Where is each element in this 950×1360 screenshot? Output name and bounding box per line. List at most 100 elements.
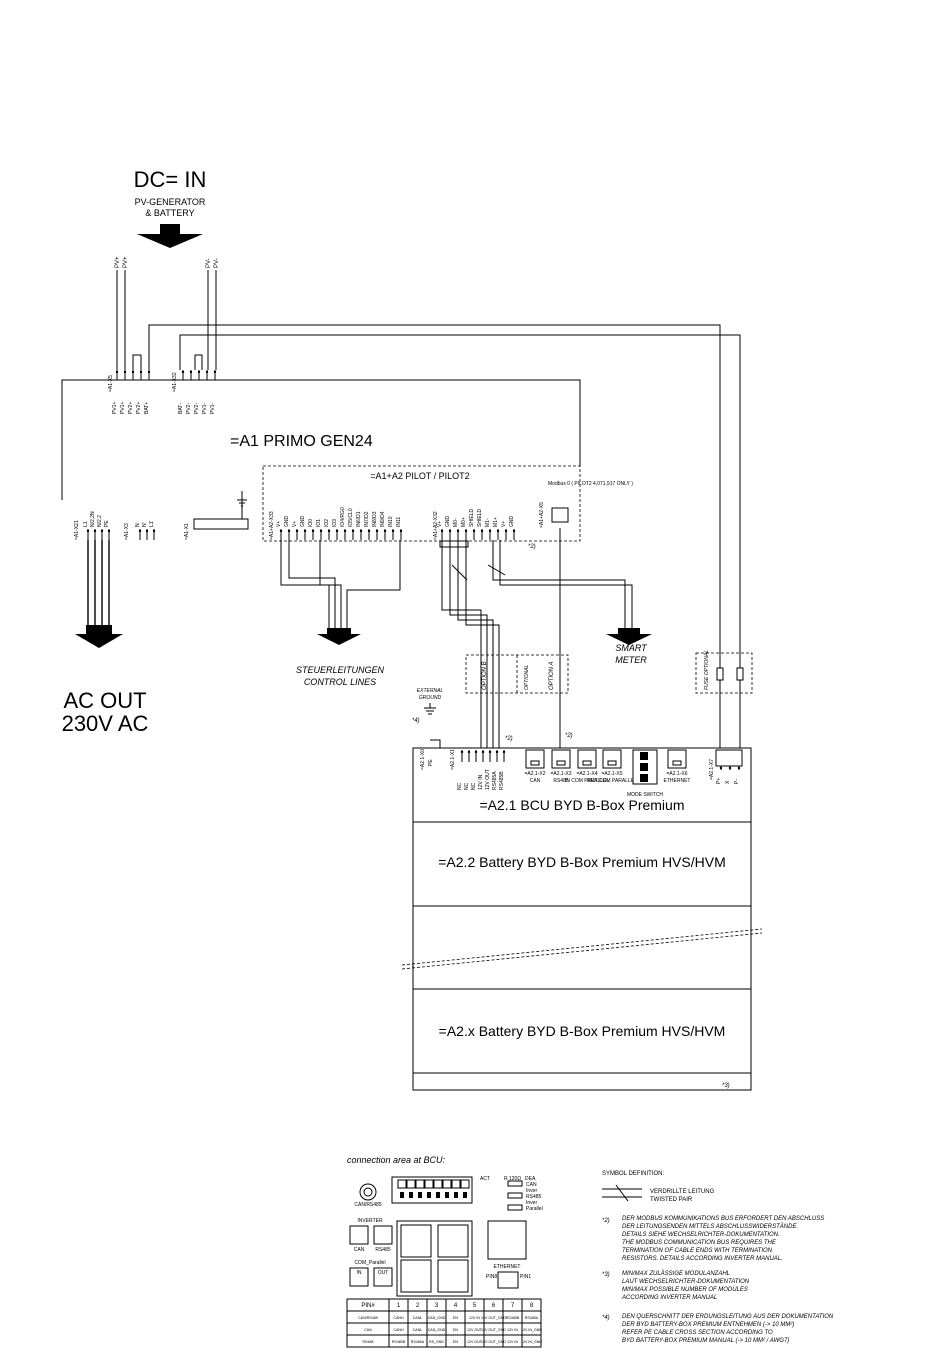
dip-knob xyxy=(409,1192,413,1198)
pin-dot xyxy=(147,370,151,374)
pin-label: P- xyxy=(734,779,740,784)
bcu-x0-pin: PE xyxy=(428,759,434,766)
bcu-x7-terminal xyxy=(715,749,743,767)
pin-dot xyxy=(737,766,741,770)
option-b-label: OPTION B xyxy=(482,661,488,690)
pin-label: SHIELD xyxy=(477,509,483,527)
pin8-label: PIN8 xyxy=(486,1274,497,1280)
inv-x1-ref: =A1-X1 xyxy=(184,523,190,540)
inverter-port-label: INVERTER xyxy=(357,1218,383,1224)
pin-label: P+ xyxy=(716,778,722,784)
pin-dot xyxy=(145,529,149,533)
com-in-label: IN xyxy=(357,1270,362,1276)
pin-dot xyxy=(139,370,143,374)
pin1-label: PIN1 xyxy=(520,1274,531,1280)
mode-switch-label: MODE SWITCH xyxy=(627,792,663,798)
pin-table-cell: 2 xyxy=(416,1303,420,1309)
pin-dot xyxy=(467,750,471,754)
pin-label: PE xyxy=(104,520,110,527)
pe-wire xyxy=(430,739,441,748)
pin-dot xyxy=(460,750,464,754)
meter-wire-1 xyxy=(492,540,626,628)
smart-meter-arrow-icon xyxy=(606,628,652,645)
dip-knob xyxy=(418,1192,422,1198)
pin-dot xyxy=(496,529,500,533)
pin-dot xyxy=(343,529,347,533)
pin-label: V+ xyxy=(501,521,507,527)
ctrl-wire-4 xyxy=(346,540,401,628)
pin-label: PV1+ xyxy=(120,402,126,414)
control-lines-en: CONTROL LINES xyxy=(304,677,376,687)
pin-table-cell: 12V IN_GND xyxy=(521,1340,542,1344)
dip-cell xyxy=(406,1179,416,1189)
rj45-port-2 xyxy=(437,1224,469,1258)
pin-table-cell: EN xyxy=(453,1340,458,1344)
note-line: DER BYD BATTERY-BOX PREMIUM ENTNEHMEN (-… xyxy=(622,1322,794,1328)
bat-plus-wire xyxy=(148,324,721,750)
pin-table-cell: CAN/RS485 xyxy=(358,1316,378,1320)
battery-x-name: =A2.x Battery BYD B-Box Premium HVS/HVM xyxy=(439,1023,726,1039)
dc-pv-plus-1: PV+ xyxy=(115,256,121,268)
bcu-port-latch xyxy=(530,760,540,766)
pin-label: IO2 xyxy=(324,519,330,527)
meter-wire-2 xyxy=(499,540,633,628)
rj45-port-1 xyxy=(400,1224,432,1258)
pin-table-cell: 12V OUT_GND xyxy=(481,1316,506,1320)
dc-in-title: DC= IN xyxy=(134,167,207,192)
smart-meter-block: SMART METER xyxy=(487,540,652,665)
smart-meter-2: METER xyxy=(615,655,647,665)
fuse-box xyxy=(695,652,753,694)
note-line: ACCORDING INVERTER MANUAL xyxy=(621,1295,717,1301)
pin-label: N/2,2 xyxy=(97,515,103,527)
ethernet-label: ETHERNET xyxy=(494,1264,521,1270)
pin-label: PV2- xyxy=(194,403,200,414)
pin-dot xyxy=(93,529,97,533)
dc-pv-plus-2: PV+ xyxy=(123,256,129,268)
pin-table-cell: RS485A xyxy=(525,1316,539,1320)
pin-label: IO5/CL0 xyxy=(348,508,354,527)
inverter-rs485-port xyxy=(373,1225,393,1245)
pin-table-cell: 12V OUT xyxy=(467,1328,483,1332)
pin-dot xyxy=(504,529,508,533)
legend-swatch xyxy=(507,1204,523,1211)
pin-label: M1- xyxy=(485,518,491,527)
ctrl-wire-1 xyxy=(280,540,330,628)
pin-dot xyxy=(456,529,460,533)
pin-label: PV2- xyxy=(186,403,192,414)
pin-label: N' xyxy=(142,522,148,527)
pin-label: 12V OUT xyxy=(485,769,491,790)
pin-dot xyxy=(383,529,387,533)
control-lines-block: STEUERLEITUNGEN CONTROL LINES xyxy=(280,540,401,687)
inv-x5-pins: PV1+PV1+PV2+PV2+BAT+ xyxy=(112,370,151,414)
inverter-can-label: CAN xyxy=(354,1247,365,1253)
fuse-optional-label: FUSE OPTIONAL xyxy=(704,650,710,690)
twisted-pair-icon xyxy=(615,1184,629,1202)
pin-label: RS485B xyxy=(499,771,505,790)
pin-dot xyxy=(472,529,476,533)
inverter-rs485-label: RS485 xyxy=(375,1247,391,1253)
twisted-de: VERDRILLTE LEITUNG xyxy=(650,1189,715,1195)
legend-swatch xyxy=(507,1192,523,1199)
pin-label: N/2,2N xyxy=(90,511,96,527)
note4-key: *4) xyxy=(602,1315,610,1321)
pin-dot xyxy=(512,529,516,533)
bms-note-2b: *2) xyxy=(565,733,573,739)
pin-table-cell: 3 xyxy=(435,1303,439,1309)
pin-label: IN6/D1 xyxy=(356,511,362,527)
bcu-port-latch xyxy=(607,760,617,766)
bms-note-2a: *2) xyxy=(505,736,513,742)
pin-dot xyxy=(391,529,395,533)
legend-swatch xyxy=(507,1180,523,1187)
pin-dot xyxy=(189,370,193,374)
dip-cell xyxy=(433,1179,443,1189)
pin-label: PV1- xyxy=(210,403,216,414)
pin-dot xyxy=(335,529,339,533)
pin-label: NC xyxy=(457,782,463,790)
fuse-minus-icon xyxy=(736,667,744,681)
pin-dot xyxy=(100,529,104,533)
rj45-port-3 xyxy=(400,1259,432,1293)
pilot-outline xyxy=(262,465,581,542)
